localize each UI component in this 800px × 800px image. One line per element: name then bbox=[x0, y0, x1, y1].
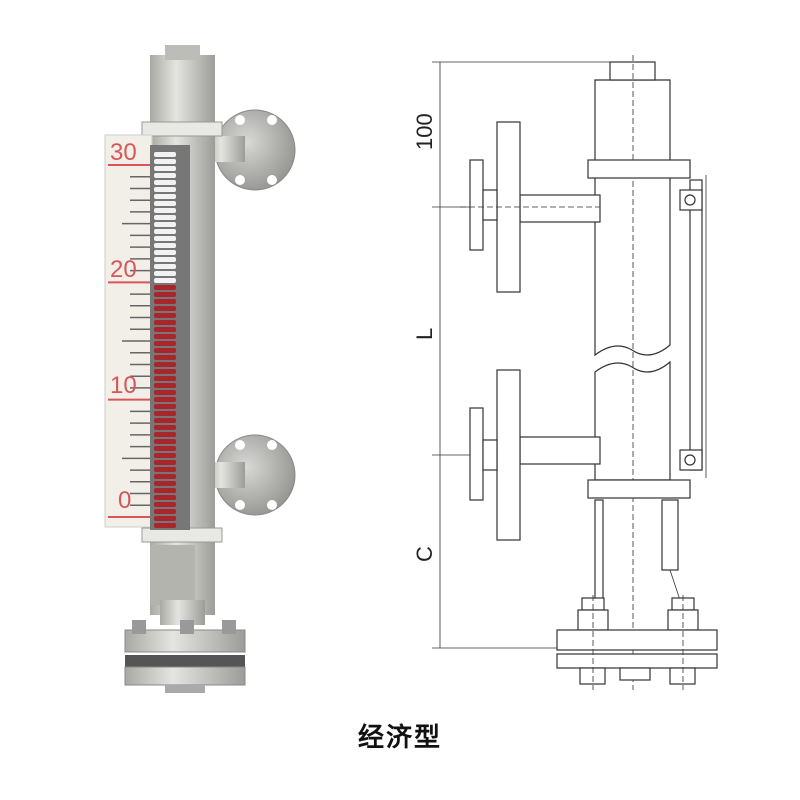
indicator-flap bbox=[154, 404, 176, 409]
indicator-flap bbox=[154, 299, 176, 304]
lower-clamp bbox=[141, 527, 223, 543]
technical-drawing: 100 L C bbox=[412, 55, 718, 690]
indicator-flap bbox=[154, 278, 176, 283]
indicator-flap bbox=[154, 271, 176, 276]
indicator-flap bbox=[154, 502, 176, 507]
indicator-flap bbox=[154, 516, 176, 521]
indicator-flap bbox=[154, 313, 176, 318]
indicator-flap bbox=[154, 180, 176, 185]
indicator-flap bbox=[154, 488, 176, 493]
indicator-flap bbox=[154, 523, 176, 528]
level-gauge-photo: 30 20 10 0 bbox=[104, 45, 296, 693]
scale-ticks bbox=[108, 164, 150, 518]
upper-clamp bbox=[141, 121, 223, 137]
indicator-flap bbox=[154, 425, 176, 430]
indicator-flap bbox=[154, 215, 176, 220]
indicator-flap bbox=[154, 201, 176, 206]
indicator-flap bbox=[154, 229, 176, 234]
scale-label-10: 10 bbox=[110, 372, 137, 399]
scale-label-0: 0 bbox=[118, 487, 131, 514]
indicator-flap bbox=[154, 362, 176, 367]
indicator-flap bbox=[154, 285, 176, 290]
indicator-flap bbox=[154, 383, 176, 388]
lower-side-flange bbox=[205, 434, 296, 516]
scale-label-20: 20 bbox=[110, 256, 137, 283]
indicator-flap bbox=[154, 355, 176, 360]
indicator-flap bbox=[154, 446, 176, 451]
indicator-flap bbox=[154, 264, 176, 269]
caption: 经济型 bbox=[357, 723, 442, 753]
indicator-flap bbox=[154, 418, 176, 423]
indicator-flap bbox=[154, 432, 176, 437]
indicator-flap bbox=[154, 257, 176, 262]
indicator-flap bbox=[154, 509, 176, 514]
indicator-flap bbox=[154, 376, 176, 381]
top-cap bbox=[165, 45, 200, 60]
indicator-flap bbox=[154, 306, 176, 311]
indicator-flap bbox=[154, 166, 176, 171]
indicator-flap bbox=[154, 467, 176, 472]
indicator-flap bbox=[154, 474, 176, 479]
indicator-flap bbox=[154, 348, 176, 353]
indicator-flap bbox=[154, 208, 176, 213]
indicator-flap bbox=[154, 481, 176, 486]
indicator-flap bbox=[154, 194, 176, 199]
indicator-flap bbox=[154, 250, 176, 255]
indicator-flap bbox=[154, 460, 176, 465]
indicator-flaps bbox=[154, 152, 176, 528]
indicator-flap bbox=[154, 236, 176, 241]
dimension-100: 100 bbox=[412, 113, 437, 150]
indicator-flap bbox=[154, 327, 176, 332]
indicator-flap bbox=[154, 173, 176, 178]
indicator-flap bbox=[154, 152, 176, 157]
indicator-flap bbox=[154, 369, 176, 374]
upper-side-flange bbox=[205, 109, 296, 191]
indicator-flap bbox=[154, 439, 176, 444]
indicator-flap bbox=[154, 159, 176, 164]
indicator-flap bbox=[154, 243, 176, 248]
indicator-flap bbox=[154, 222, 176, 227]
indicator-flap bbox=[154, 390, 176, 395]
scale-label-30: 30 bbox=[110, 139, 137, 166]
indicator-flap bbox=[154, 411, 176, 416]
dimension-L: L bbox=[412, 328, 437, 340]
bottom-flange bbox=[124, 600, 246, 693]
indicator-flap bbox=[154, 397, 176, 402]
indicator-flap bbox=[154, 187, 176, 192]
indicator-flap bbox=[154, 320, 176, 325]
indicator-flap bbox=[154, 334, 176, 339]
indicator-flap bbox=[154, 341, 176, 346]
scale-plate bbox=[104, 134, 153, 528]
indicator-flap bbox=[154, 292, 176, 297]
indicator-flap bbox=[154, 453, 176, 458]
indicator-flap bbox=[154, 495, 176, 500]
dimension-C: C bbox=[412, 546, 437, 562]
lower-block bbox=[150, 545, 195, 605]
